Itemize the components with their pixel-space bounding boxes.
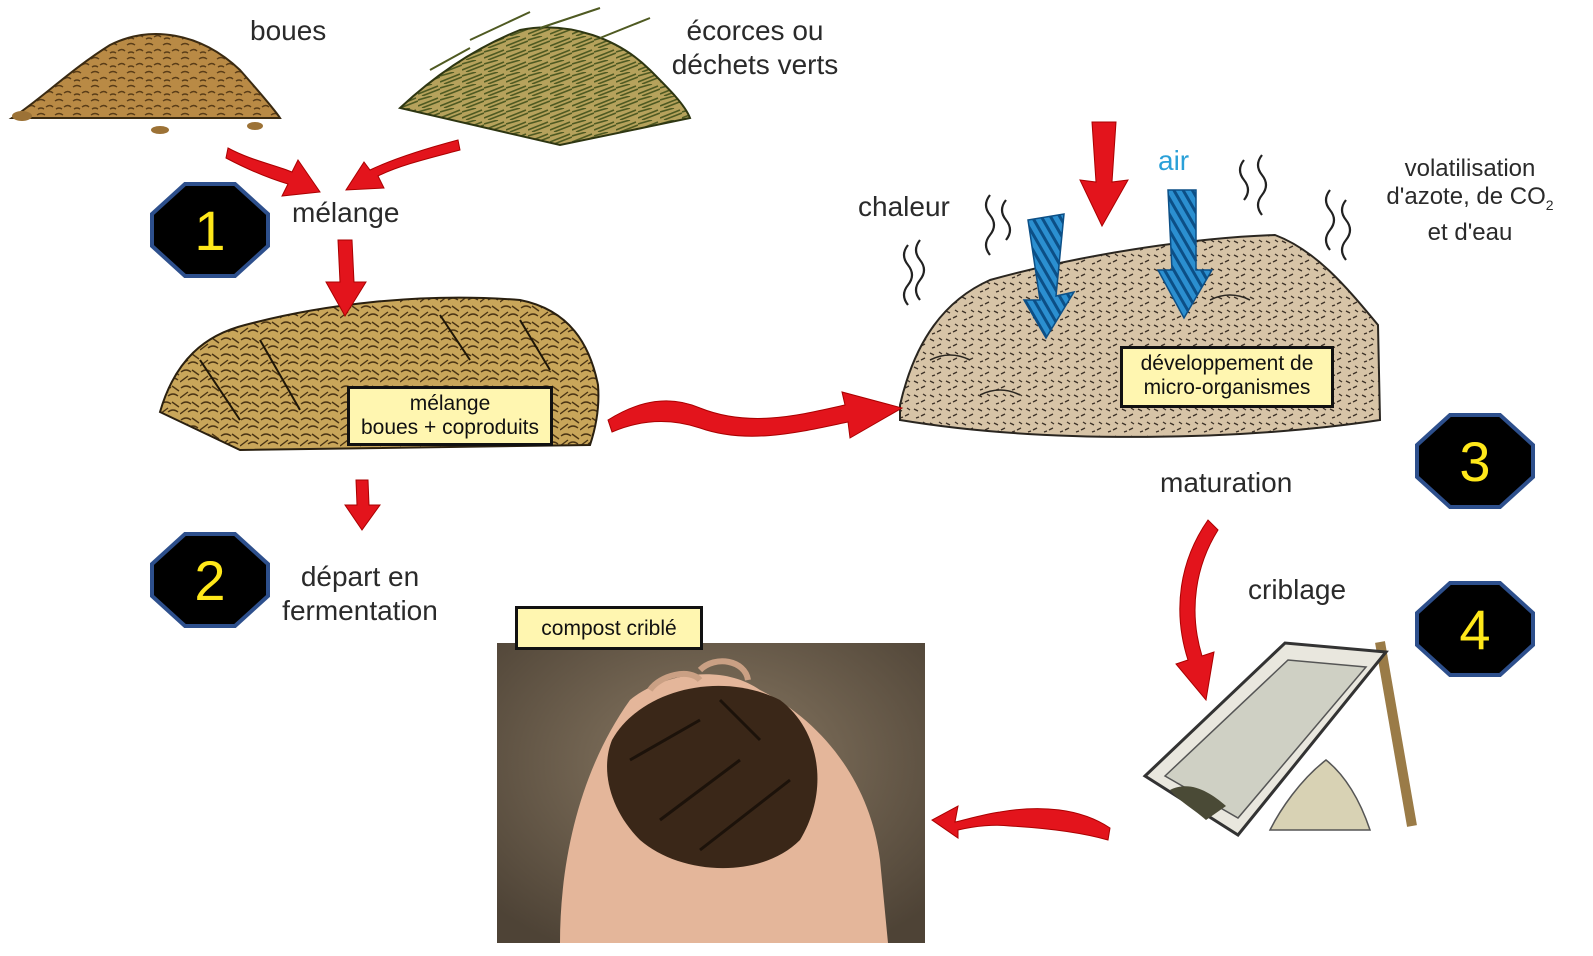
label-volatilisation-line3: et d'eau [1365,219,1575,247]
label-volatilisation: volatilisation d'azote, de CO2 et d'eau [1365,155,1575,247]
arrow-to-compost [932,806,1110,840]
label-volatilisation-line2-text: d'azote, de CO [1386,183,1545,210]
arrow-to-fermentation [345,480,380,530]
label-melange: mélange [292,196,399,230]
label-volatilisation-sub: 2 [1546,197,1554,213]
label-depart: départ en fermentation [270,560,450,628]
arrow-ecorces-to-melange [346,140,460,190]
label-chaleur: chaleur [858,190,950,224]
label-volatilisation-line2: d'azote, de CO2 [1365,183,1575,219]
callout-melange-line2: boues + coproduits [358,416,542,440]
label-depart-line2: fermentation [270,594,450,628]
step-4-badge [1417,583,1533,675]
label-criblage: criblage [1248,573,1346,607]
label-maturation: maturation [1160,466,1292,500]
label-ecorces-line2: déchets verts [655,48,855,82]
green-waste-pile-icon [400,8,690,145]
label-boues: boues [250,14,326,48]
sludge-pile-icon [12,34,280,134]
arrow-maturation-to-criblage [1176,520,1218,700]
step-1-badge [152,184,268,276]
step-2-badge [152,534,268,626]
label-ecorces: écorces ou déchets verts [655,14,855,82]
step-3-badge [1417,415,1533,507]
label-depart-line1: départ en [270,560,450,594]
arrow-mix-to-ferment [608,392,902,438]
label-air: air [1158,144,1189,178]
callout-dev-line2: micro-organismes [1131,376,1323,400]
callout-compost: compost criblé [515,606,703,650]
callout-melange: mélange boues + coproduits [347,386,553,446]
callout-dev-line1: développement de [1131,352,1323,376]
hands-compost-photo [497,643,925,943]
label-volatilisation-line1: volatilisation [1365,155,1575,183]
arrow-top-ferment [1080,122,1128,226]
callout-compost-text: compost criblé [526,612,692,646]
callout-melange-line1: mélange [358,392,542,416]
callout-developpement: développement de micro-organismes [1120,346,1334,408]
label-ecorces-line1: écorces ou [655,14,855,48]
